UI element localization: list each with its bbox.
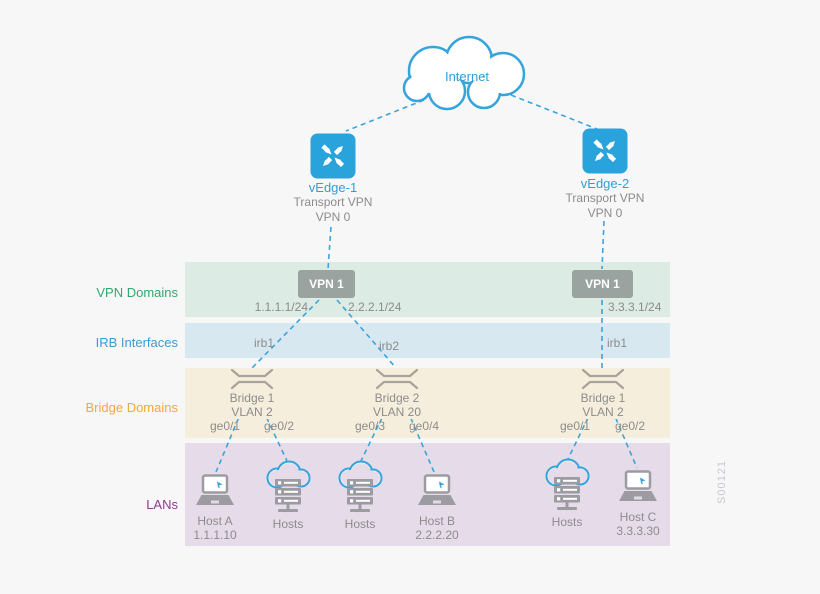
vpn-domains-label: VPN Domains [96, 285, 178, 300]
vedge2-desc1: Transport VPN [565, 191, 645, 205]
internet-cloud-icon [402, 35, 526, 111]
bridge-domains-label: Bridge Domains [85, 400, 179, 415]
host-c-address: 3.3.3.30 [616, 524, 660, 538]
host-b-labels: Host B 2.2.2.20 [397, 514, 477, 542]
host-c-labels: Host C 3.3.3.30 [598, 510, 678, 538]
hosts2-label: Hosts [320, 517, 400, 531]
irb1-right-label: irb1 [607, 336, 628, 350]
vedge1-desc1: Transport VPN [293, 195, 373, 209]
host-a-laptop-icon [196, 474, 234, 505]
bridge1-right-vlan: VLAN 2 [582, 404, 624, 419]
subnet-1: 1.1.1.1/24 [254, 300, 308, 314]
vpn1-box-left: VPN 1 [298, 270, 355, 298]
hosts3-name: Hosts [551, 515, 583, 529]
hosts1-label: Hosts [248, 517, 328, 531]
irb-interfaces-label: IRB Interfaces [95, 335, 178, 350]
host-c-laptop-icon [619, 470, 657, 501]
bridge2-labels: Bridge 2 VLAN 20 [355, 391, 439, 419]
vedge1-labels: vEdge-1 Transport VPN VPN 0 [273, 180, 393, 225]
bridge1-left-name: Bridge 1 [229, 391, 275, 405]
internet-label: Internet [444, 69, 490, 84]
hosts1-server-cloud-icon [266, 460, 311, 512]
host-a-name: Host A [197, 514, 233, 528]
bridge2-port1: ge0/3 [354, 419, 385, 433]
hosts3-label: Hosts [527, 515, 607, 529]
bridge1-left-port1: ge0/1 [209, 419, 240, 433]
vpn1-box-right: VPN 1 [572, 270, 633, 298]
irb1-left-label: irb1 [254, 336, 275, 350]
host-a-labels: Host A 1.1.1.10 [175, 514, 255, 542]
bridge1-left-port2: ge0/2 [264, 419, 295, 433]
irb-interfaces-band [185, 323, 670, 358]
bridge1-left-labels: Bridge 1 VLAN 2 [210, 391, 294, 419]
hosts1-name: Hosts [272, 517, 304, 531]
hosts3-server-cloud-icon [545, 458, 590, 510]
lans-band [185, 443, 670, 546]
bridge1-left-vlan: VLAN 2 [231, 404, 273, 419]
bridge1-right-name: Bridge 1 [580, 391, 626, 405]
bridge1-right-port2: ge0/2 [615, 419, 646, 433]
vedge2-router-icon [582, 128, 628, 174]
vedge1-desc2: VPN 0 [315, 210, 351, 224]
bridge2-port2: ge0/4 [409, 419, 440, 433]
bridge1-left-icon [230, 368, 274, 390]
host-b-laptop-icon [418, 474, 456, 505]
host-b-name: Host B [418, 514, 455, 528]
bridge1-right-port1: ge0/1 [559, 419, 590, 433]
vedge2-labels: vEdge-2 Transport VPN VPN 0 [545, 176, 665, 221]
vedge1-name: vEdge-1 [308, 180, 358, 195]
subnet-2: 2.2.2.1/24 [348, 300, 402, 314]
vedge2-name: vEdge-2 [580, 176, 630, 191]
hosts2-server-cloud-icon [338, 460, 383, 512]
bridge2-icon [375, 368, 419, 390]
hosts2-name: Hosts [344, 517, 376, 531]
irb2-label: irb2 [379, 339, 400, 353]
subnet-3: 3.3.3.1/24 [608, 300, 662, 314]
bridge2-name: Bridge 2 [374, 391, 420, 405]
host-c-name: Host C [619, 510, 657, 524]
host-b-address: 2.2.2.20 [415, 528, 459, 542]
lans-label: LANs [146, 497, 178, 512]
vedge2-desc2: VPN 0 [587, 206, 623, 220]
host-a-address: 1.1.1.10 [193, 528, 237, 542]
bridge1-right-icon [581, 368, 625, 390]
bridge1-right-labels: Bridge 1 VLAN 2 [561, 391, 645, 419]
vedge1-router-icon [310, 133, 356, 179]
bridge2-vlan: VLAN 20 [372, 404, 422, 419]
figure-id-watermark: S00121 [716, 460, 728, 504]
